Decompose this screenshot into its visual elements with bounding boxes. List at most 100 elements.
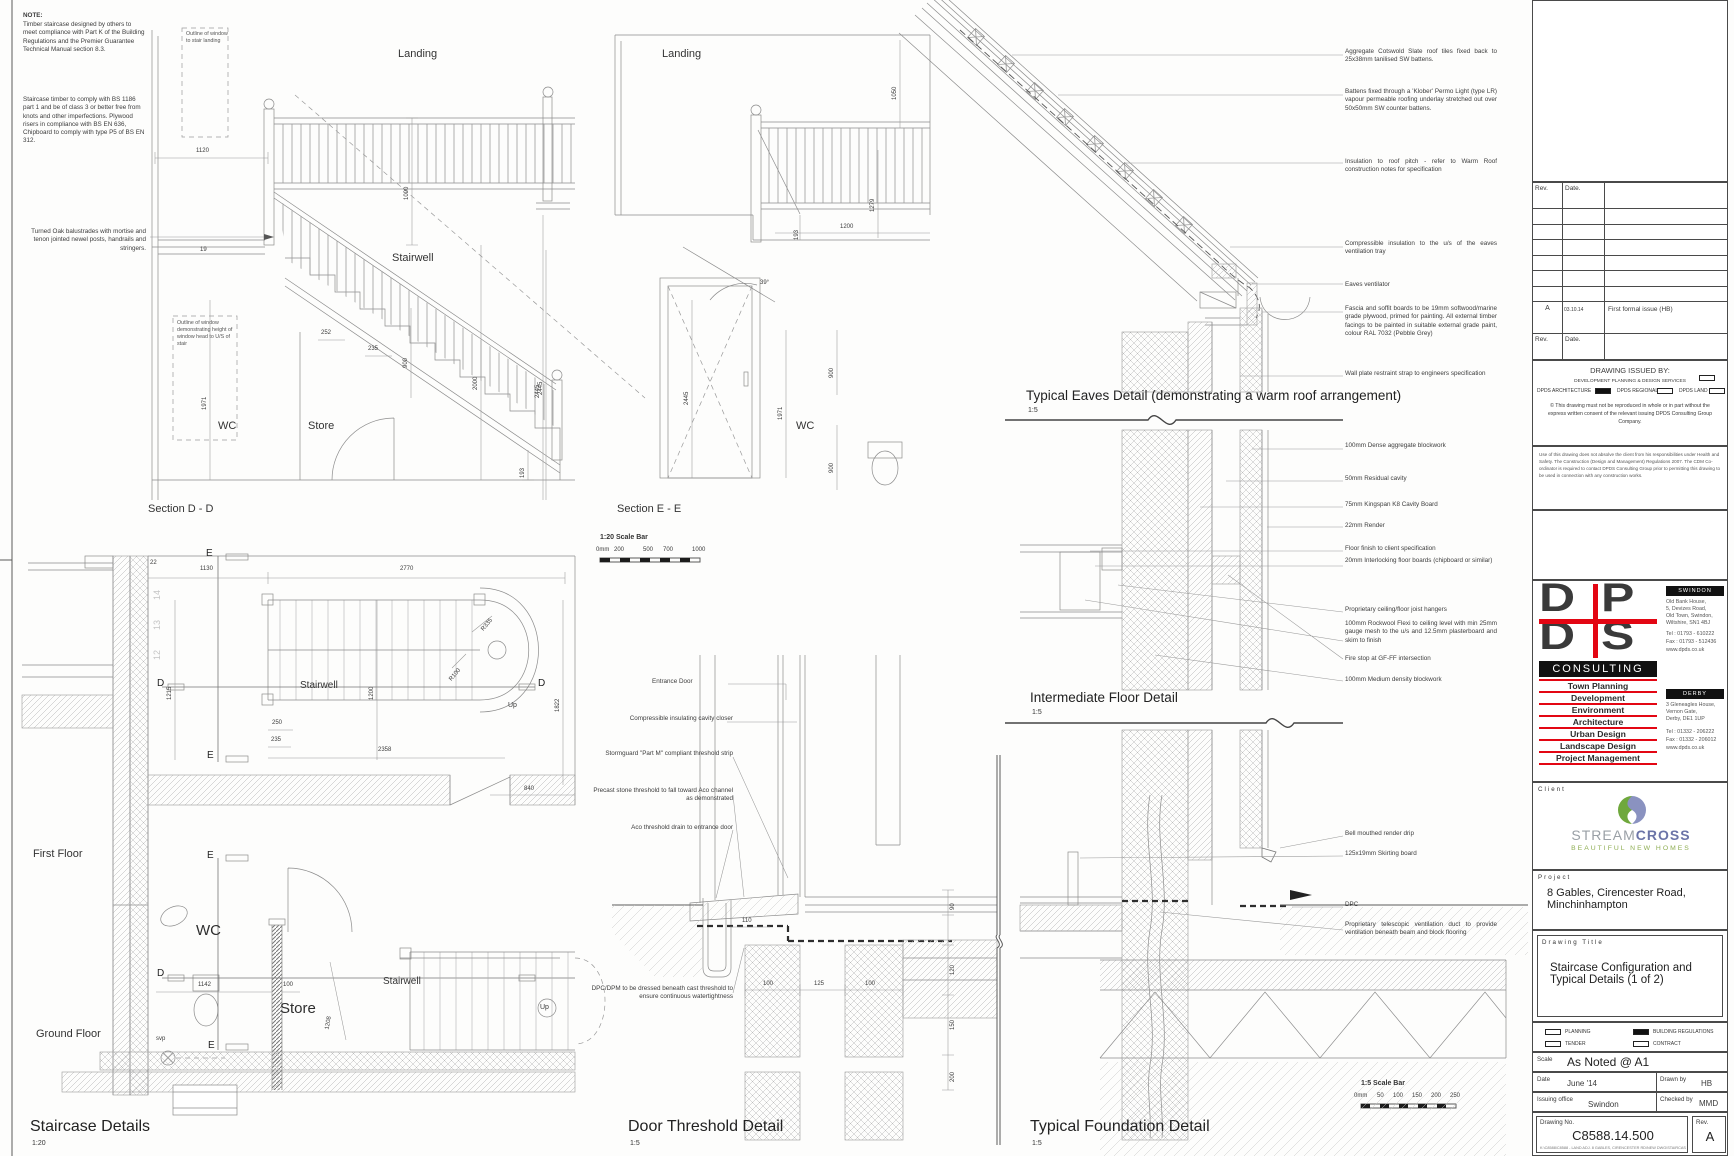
service-landscape-design: Landscape Design: [1560, 741, 1636, 751]
dim-1000: 1000: [404, 186, 410, 200]
door-annotation-stormguard: Stormguard "Part M" compliant threshold …: [605, 750, 733, 757]
project-name: 8 Gables, Cirencester Road, Minchinhampt…: [1547, 887, 1686, 911]
dev-checkbox: [1699, 375, 1715, 381]
wall-annotation-4: Floor finish to client specification: [1345, 545, 1436, 552]
door-annotation-cavity-closer: Compressible insulating cavity closer: [629, 715, 733, 722]
brand-tagline: BEAUTIFUL NEW HOMES: [1571, 845, 1691, 852]
door-annotation-dpm: DPC/DPM to be dressed beneath cast thres…: [591, 985, 733, 1001]
dpds-derby-address: 3 Gleneagles House, Vernon Gate, Derby, …: [1666, 702, 1716, 722]
foundation-annotation-3: Proprietary telescopic ventilation duct …: [1345, 921, 1497, 937]
eaves-detail-title: Typical Eaves Detail (demonstrating a wa…: [1026, 388, 1402, 403]
dpds-regional-checkbox: [1657, 388, 1673, 394]
dpds-architecture-label: DPDS ARCHITECTURE: [1537, 388, 1592, 394]
rev-inner: Rev. A: [1692, 1116, 1726, 1153]
scale-bar-120-tick-1: 200: [614, 547, 625, 553]
marker-d-ff-right: D: [538, 678, 546, 689]
dim-900a-ee: 900: [829, 367, 835, 378]
dim-22: 22: [150, 560, 157, 566]
scale-bar-15-title: 1:5 Scale Bar: [1361, 1080, 1405, 1087]
streamcross-logo-icon: [1618, 796, 1646, 824]
eaves-annotation-1: Battens fixed through a 'Klober' Permo L…: [1345, 88, 1497, 112]
eaves-annotation-4: Eaves ventilator: [1345, 281, 1390, 288]
planning-checkbox: [1545, 1029, 1561, 1035]
issue-rev: A: [1533, 302, 1563, 334]
foundation-annotation-2: DPC: [1345, 901, 1359, 908]
service-project-management: Project Management: [1555, 753, 1641, 763]
wall-annotation-7: 100mm Rockwool Flexi to ceiling level wi…: [1345, 620, 1497, 644]
issue-desc: First formal issue (HB): [1605, 302, 1727, 334]
foundation-annotation-0: Bell mouthed render drip: [1345, 830, 1414, 837]
status-box: PLANNING TENDER BUILDING REGULATIONS CON…: [1532, 1022, 1728, 1052]
dim-900b-ee: 900: [829, 462, 835, 473]
section-ee-title: Section E - E: [617, 503, 682, 515]
dim-19: 19: [200, 247, 207, 253]
scale-bar-120-tick-2: 500: [643, 547, 654, 553]
rev-value: A: [1705, 1129, 1715, 1144]
scale-bar-120-title: 1:20 Scale Bar: [600, 534, 648, 541]
spacer-box: [1532, 510, 1728, 580]
dim-235-ff: 235: [271, 737, 282, 743]
dim-200: 200: [950, 1071, 956, 1082]
rev-header: Rev.: [1533, 183, 1563, 210]
sheet-border: [0, 0, 13, 1156]
date-row: Date June '14 Drawn by HB: [1532, 1072, 1728, 1093]
project-box: Project 8 Gables, Cirencester Road, Minc…: [1532, 870, 1728, 930]
eaves-detail-scale: 1:5: [1028, 407, 1038, 414]
drawn-by-label: Drawn by: [1660, 1076, 1687, 1083]
issued-by-title: DRAWING ISSUED BY:: [1590, 366, 1670, 375]
dpds-swindon-fax: Fax : 01793 - 512436: [1666, 639, 1717, 645]
disclaimer-box: Use of this drawing does not absolve the…: [1532, 446, 1728, 510]
tread-number-14: 14: [152, 589, 162, 600]
label-up-ff: Up: [508, 702, 517, 709]
checked-by-value: MMD: [1699, 1099, 1719, 1108]
dim-1279: 1279: [870, 198, 876, 212]
contract-label: CONTRACT: [1653, 1041, 1681, 1047]
scale-bar-120-tick-0: 0mm: [596, 547, 610, 553]
dim-900-dd: 900: [403, 357, 409, 368]
date-value: June '14: [1567, 1079, 1597, 1088]
eaves-annotation-3: Compressible insulation to the u/s of th…: [1345, 240, 1497, 256]
intermediate-floor-scale: 1:5: [1032, 709, 1042, 716]
dim-1142: 1142: [198, 982, 211, 988]
desc-header: [1605, 183, 1727, 210]
revision-table: Rev. Date. A 03.10.14 First formal issue…: [1532, 182, 1728, 360]
wall-annotation-1: 50mm Residual cavity: [1345, 475, 1407, 482]
client-box: Client STREAMCROSS BEAUTIFUL NEW HOMES: [1532, 782, 1728, 870]
marker-d-ff-left: D: [157, 678, 165, 689]
dim-1130: 1130: [200, 566, 213, 572]
dim-2770: 2770: [400, 566, 414, 572]
label-landing-ee: Landing: [662, 48, 702, 60]
dim-1971-dd: 1971: [202, 396, 208, 410]
window-outline-note-1: Outline of window to stair landing: [186, 31, 228, 44]
staircase-details-title: Staircase Details: [30, 1118, 151, 1135]
planning-label: PLANNING: [1565, 1029, 1591, 1035]
ground-floor-label: Ground Floor: [36, 1028, 101, 1040]
eaves-annotation-6: Wall plate restraint strap to engineers …: [1345, 370, 1486, 377]
contract-checkbox: [1633, 1041, 1649, 1047]
checked-by-label: Checked by: [1660, 1096, 1693, 1103]
label-landing-dd: Landing: [398, 48, 438, 60]
building-regs-label: BUILDING REGULATIONS: [1653, 1029, 1714, 1035]
drawing-title-text: Staircase Configuration and Typical Deta…: [1550, 962, 1692, 986]
door-threshold-title: Door Threshold Detail: [628, 1118, 784, 1135]
scale-bar-15-tick-3: 150: [1412, 1093, 1423, 1099]
window-outline-note-2: Outline of window demonstrating height o…: [177, 320, 233, 347]
note-paragraph-2: Staircase timber to comply with BS 1186 …: [23, 96, 145, 145]
drawing-no-label: Drawing No.: [1540, 1119, 1575, 1126]
scale-bar-120-tick-4: 1000: [692, 547, 706, 553]
wall-annotation-2: 75mm Kingspan K8 Cavity Board: [1345, 501, 1438, 508]
dim-100-gf: 100: [283, 982, 294, 988]
dim-2358: 2358: [378, 747, 392, 753]
office-row: Issuing office Swindon Checked by MMD: [1532, 1092, 1728, 1113]
dpds-derby-web: www.dpds.co.uk: [1666, 745, 1705, 751]
dim-193-ee: 193: [794, 229, 800, 240]
issued-by-dev: DEVELOPMENT PLANNING & DESIGN SERVICES: [1574, 379, 1686, 384]
scale-label: Scale: [1537, 1056, 1553, 1063]
dim-193-dd: 193: [520, 467, 526, 478]
label-stairwell-gf: Stairwell: [383, 976, 421, 987]
marker-e-ff-bottom: E: [207, 750, 214, 761]
scale-bar-120-tick-3: 700: [663, 547, 674, 553]
dpds-letter-p: P: [1601, 576, 1635, 620]
section-dd-title: Section D - D: [148, 503, 214, 515]
eaves-detail-linework: [898, 0, 1343, 393]
